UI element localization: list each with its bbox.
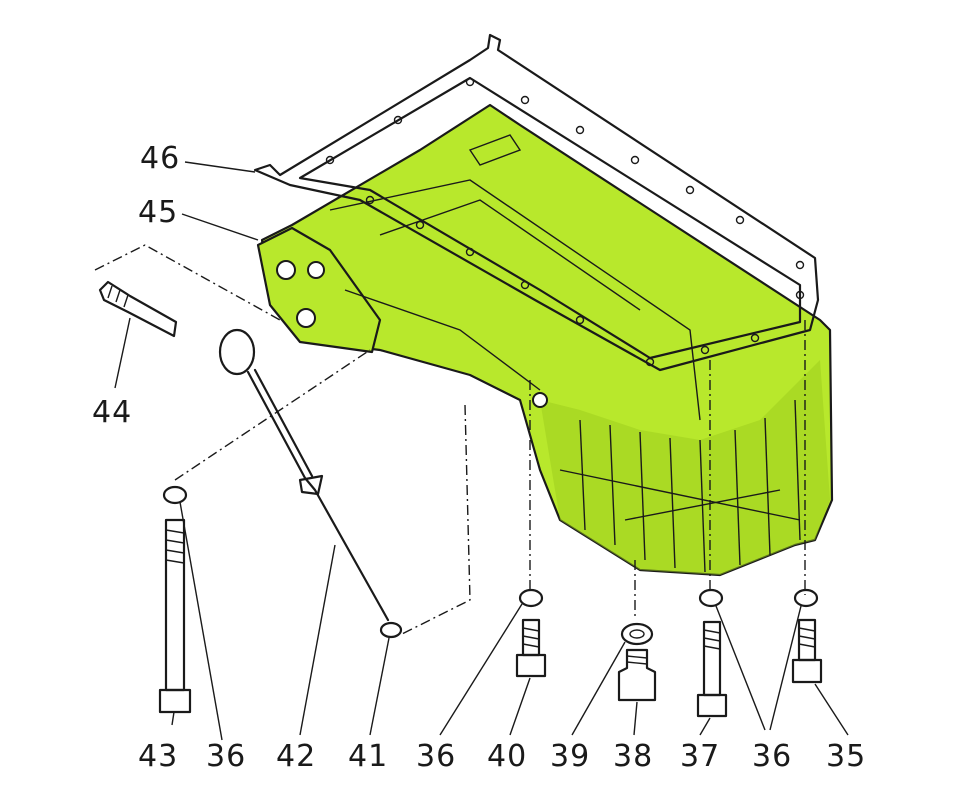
drain-plug	[617, 648, 657, 702]
oil-pan	[256, 103, 834, 577]
dipstick	[218, 328, 390, 622]
washer	[698, 588, 724, 608]
callout-43: 43	[138, 739, 178, 774]
callout-36-right: 36	[752, 739, 792, 774]
bolt-37	[696, 588, 728, 718]
callout-42: 42	[276, 739, 316, 774]
alignment-lines	[94, 244, 806, 636]
washer	[162, 485, 188, 505]
washer	[793, 588, 819, 608]
callout-36-middle: 36	[416, 739, 456, 774]
gasket-bolt-holes	[325, 77, 805, 367]
callout-36-left: 36	[206, 739, 246, 774]
callout-44: 44	[92, 395, 132, 430]
oil-pan-end-cap	[256, 226, 382, 354]
callout-39: 39	[550, 739, 590, 774]
washer	[518, 588, 544, 608]
leader-lines	[114, 161, 849, 741]
drain-seal-ring	[620, 622, 654, 646]
gasket-outline	[253, 33, 820, 372]
callout-45: 45	[138, 195, 178, 230]
callout-labels: 46 45 44 43 36 42 41 36 40 39 38 37 36 3…	[92, 141, 866, 774]
oil-pan-sump-shade	[540, 360, 830, 575]
callout-35: 35	[826, 739, 866, 774]
callout-37: 37	[680, 739, 720, 774]
callout-40: 40	[487, 739, 527, 774]
bolt-35	[791, 588, 823, 684]
bolt-40	[515, 588, 547, 678]
callout-46: 46	[140, 141, 180, 176]
callout-38: 38	[613, 739, 653, 774]
dipstick-seal-ring	[379, 621, 403, 639]
long-bolt	[158, 485, 192, 714]
stud-bolt	[98, 280, 178, 338]
callout-41: 41	[348, 739, 388, 774]
drain-plug-assembly	[617, 622, 657, 702]
oil-pan-gasket	[253, 33, 820, 372]
